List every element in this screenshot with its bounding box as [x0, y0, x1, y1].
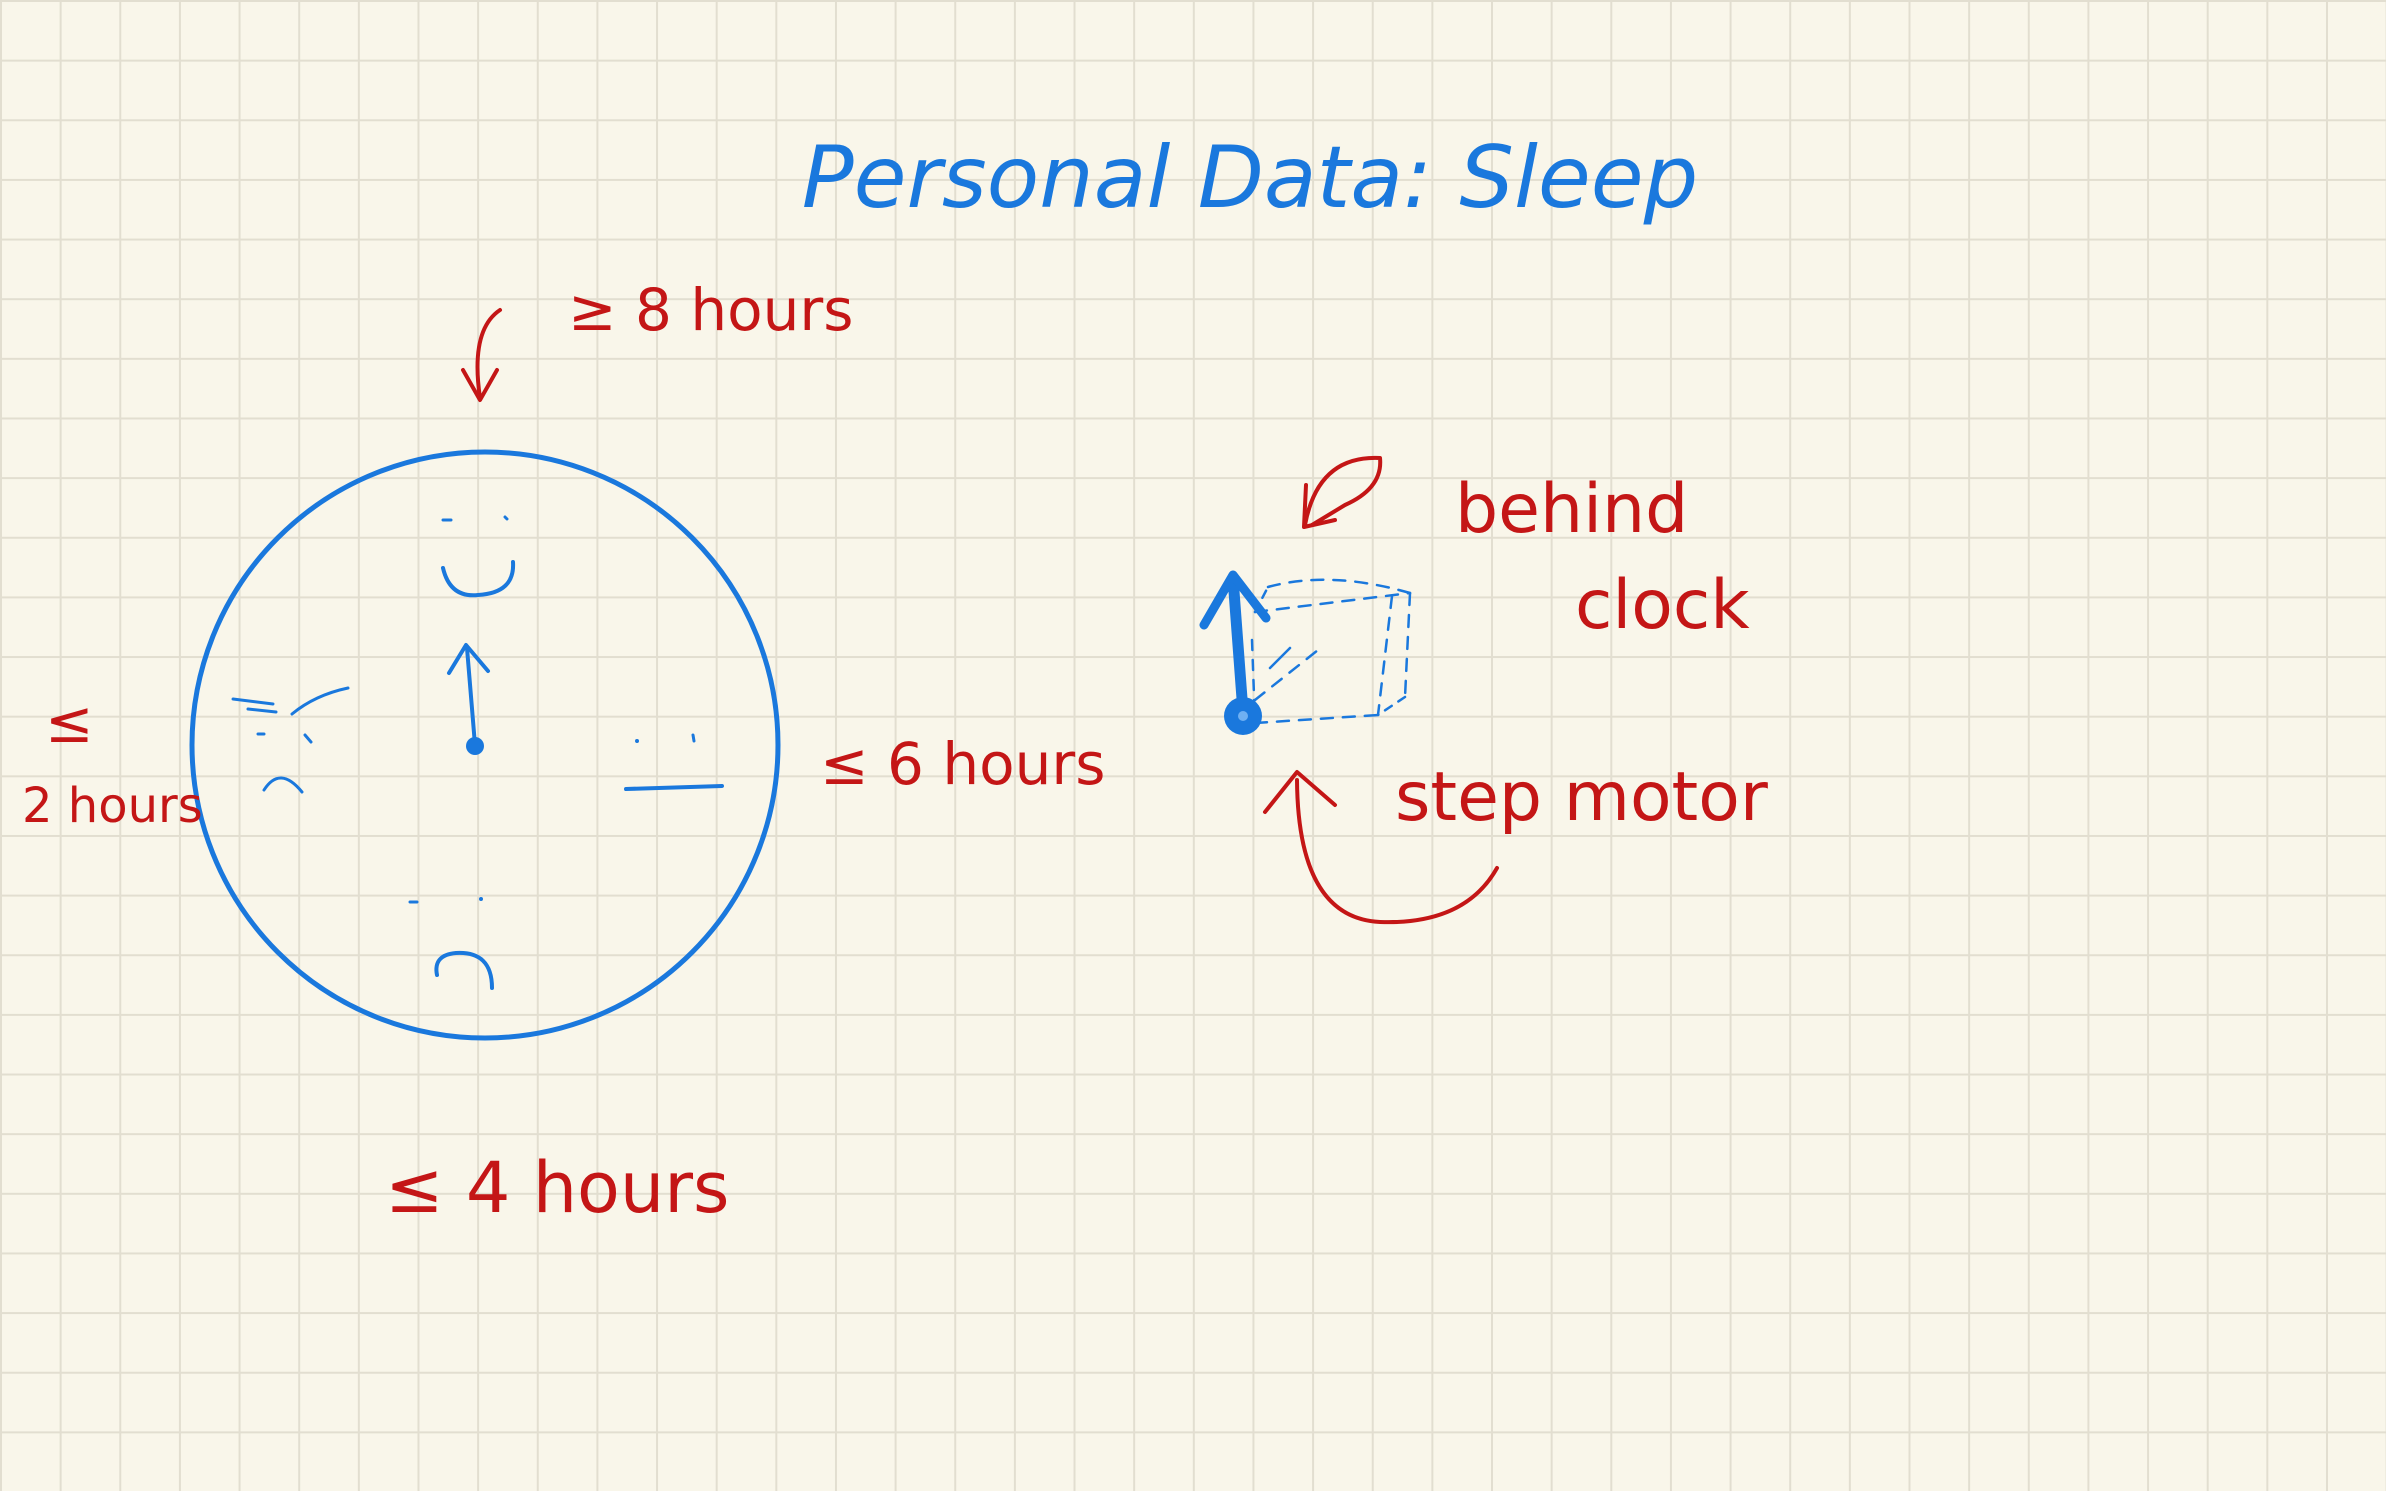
clock-box-sketch — [1250, 578, 1412, 725]
sleep-dial-circle — [189, 449, 781, 1041]
crying-face-icon — [231, 686, 350, 794]
left-label-symbol: ≤ — [45, 688, 94, 756]
behind-label: behind — [1455, 470, 1688, 549]
behind-arrow-icon — [1302, 455, 1383, 529]
dial-needle — [465, 646, 477, 747]
page-title: Personal Data: Sleep — [802, 128, 1699, 228]
motor-arrow-icon — [1263, 770, 1499, 925]
sad-face-icon — [408, 897, 494, 990]
dial-needle-arrowhead — [447, 643, 490, 675]
left-label-text: 2 hours — [22, 778, 203, 834]
clock-label: clock — [1575, 566, 1750, 645]
bottom-label: ≤ 4 hours — [385, 1147, 730, 1229]
clock-hand-icon — [1199, 570, 1271, 735]
step-motor-label: step motor — [1395, 758, 1768, 837]
neutral-face-icon — [624, 733, 724, 791]
right-label: ≤ 6 hours — [820, 730, 1105, 798]
down-arrow-icon — [461, 308, 502, 402]
dial-pivot-dot — [466, 737, 484, 755]
happy-face-icon — [441, 515, 516, 598]
top-label: ≥ 8 hours — [568, 276, 853, 344]
